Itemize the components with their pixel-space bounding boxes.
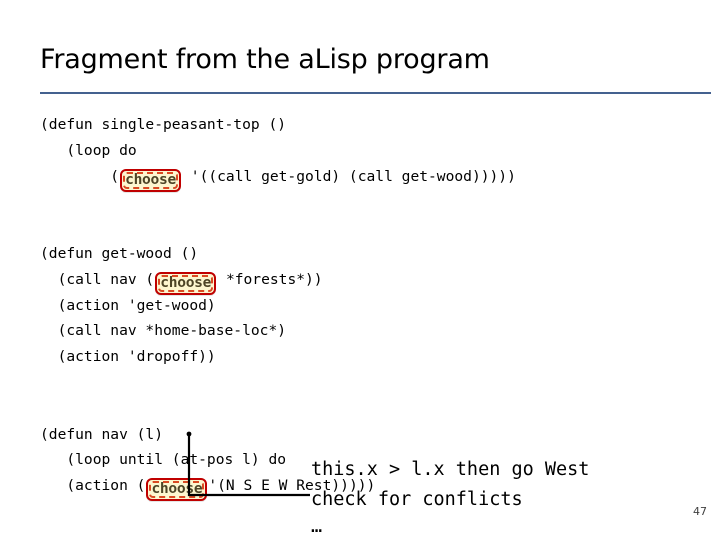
annotation-line: check for conflicts xyxy=(311,489,523,510)
code-text: (defun get-wood () xyxy=(40,244,199,262)
title-divider xyxy=(40,92,711,94)
choose-highlight-chip-3[interactable]: choose xyxy=(146,478,208,502)
code-line: (loop do xyxy=(40,138,516,164)
code-text: (loop do xyxy=(40,141,137,159)
code-blank-line xyxy=(40,215,516,241)
code-text: (action ( xyxy=(40,477,146,495)
code-line: (defun single-peasant-top () xyxy=(40,112,516,138)
code-listing: (defun single-peasant-top () (loop do (c… xyxy=(40,112,516,502)
code-line: (action 'get-wood) xyxy=(40,293,516,319)
code-text: '((call get-gold) (call get-wood))))) xyxy=(182,167,516,185)
code-line: (choose '((call get-gold) (call get-wood… xyxy=(40,164,516,192)
code-text: (call nav *home-base-loc*) xyxy=(40,322,287,340)
code-line: (call nav *home-base-loc*) xyxy=(40,318,516,344)
code-blank-line xyxy=(40,396,516,422)
code-line: (defun nav (l) xyxy=(40,422,516,448)
code-text: (defun single-peasant-top () xyxy=(40,116,287,133)
code-line: (call nav (choose *forests*)) xyxy=(40,267,516,295)
code-line: (action 'dropoff)) xyxy=(40,344,516,370)
choose-highlight-chip-1[interactable]: choose xyxy=(120,168,181,192)
code-text: *forests*)) xyxy=(217,270,323,288)
code-text: (action 'get-wood) xyxy=(40,296,216,314)
page-number: 47 xyxy=(693,505,707,518)
page-title: Fragment from the aLisp program xyxy=(40,44,490,75)
code-text: (loop until (at-pos l) do xyxy=(40,451,287,469)
code-blank-line xyxy=(40,370,516,396)
code-text: (defun nav (l) xyxy=(40,425,164,443)
code-blank-line xyxy=(40,189,516,215)
annotation-line: this.x > l.x then go West xyxy=(311,459,590,480)
code-text: ( xyxy=(40,167,120,185)
callout-annotation: this.x > l.x then go West check for confl… xyxy=(311,455,589,515)
annotation-ellipsis: … xyxy=(311,516,323,537)
code-text: (call nav ( xyxy=(40,270,155,288)
code-line: (defun get-wood () xyxy=(40,241,516,267)
choose-highlight-chip-2[interactable]: choose xyxy=(155,271,217,295)
code-text: (action 'dropoff)) xyxy=(40,348,216,366)
